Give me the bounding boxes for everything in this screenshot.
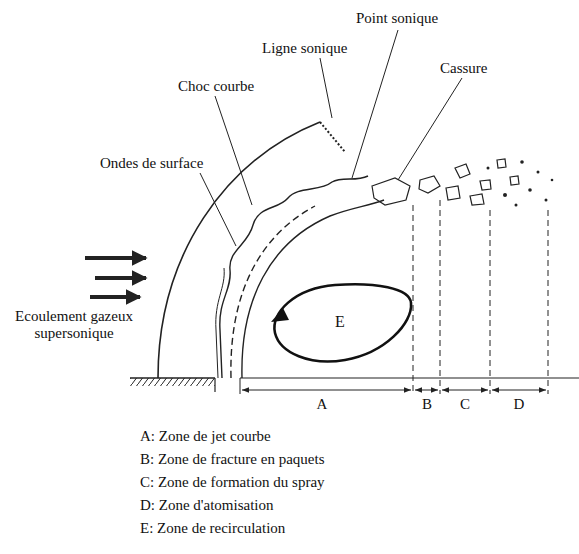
part-label: Ondes de surface	[100, 155, 203, 172]
legend-line: C: Zone de formation du spray	[140, 474, 325, 491]
zone-boundaries	[413, 200, 548, 394]
sonic-line	[320, 122, 345, 152]
zone-letter: E	[335, 313, 345, 331]
droplets	[487, 160, 554, 206]
legend-line: D: Zone d'atomisation	[140, 497, 274, 514]
part-label: Choc courbe	[178, 78, 254, 95]
zone-letter: D	[514, 396, 525, 413]
part-label: Cassure	[440, 60, 488, 77]
jet-surface	[216, 268, 224, 378]
part-label: Point sonique	[356, 10, 438, 27]
flow-arrows	[85, 258, 146, 297]
zone-letter: C	[460, 396, 470, 413]
dimension-lines	[240, 378, 546, 394]
zone-letter: A	[317, 396, 328, 413]
fragments	[372, 159, 519, 205]
nozzle-wall	[214, 378, 215, 392]
legend-line: B: Zone de fracture en paquets	[140, 451, 325, 468]
part-label: Ligne sonique	[262, 40, 347, 57]
wall-hatch	[130, 378, 215, 386]
legend-line: E: Zone de recirculation	[140, 520, 285, 537]
part-label: Ecoulement gazeux supersonique	[8, 308, 140, 343]
baseline	[240, 377, 579, 378]
zone-letter: B	[422, 396, 432, 413]
recirculation-zone: E	[265, 278, 415, 366]
leader-lines	[200, 30, 462, 246]
legend-line: A: Zone de jet courbe	[140, 428, 271, 445]
wall	[130, 377, 215, 379]
jet-outer-boundary	[220, 176, 368, 378]
